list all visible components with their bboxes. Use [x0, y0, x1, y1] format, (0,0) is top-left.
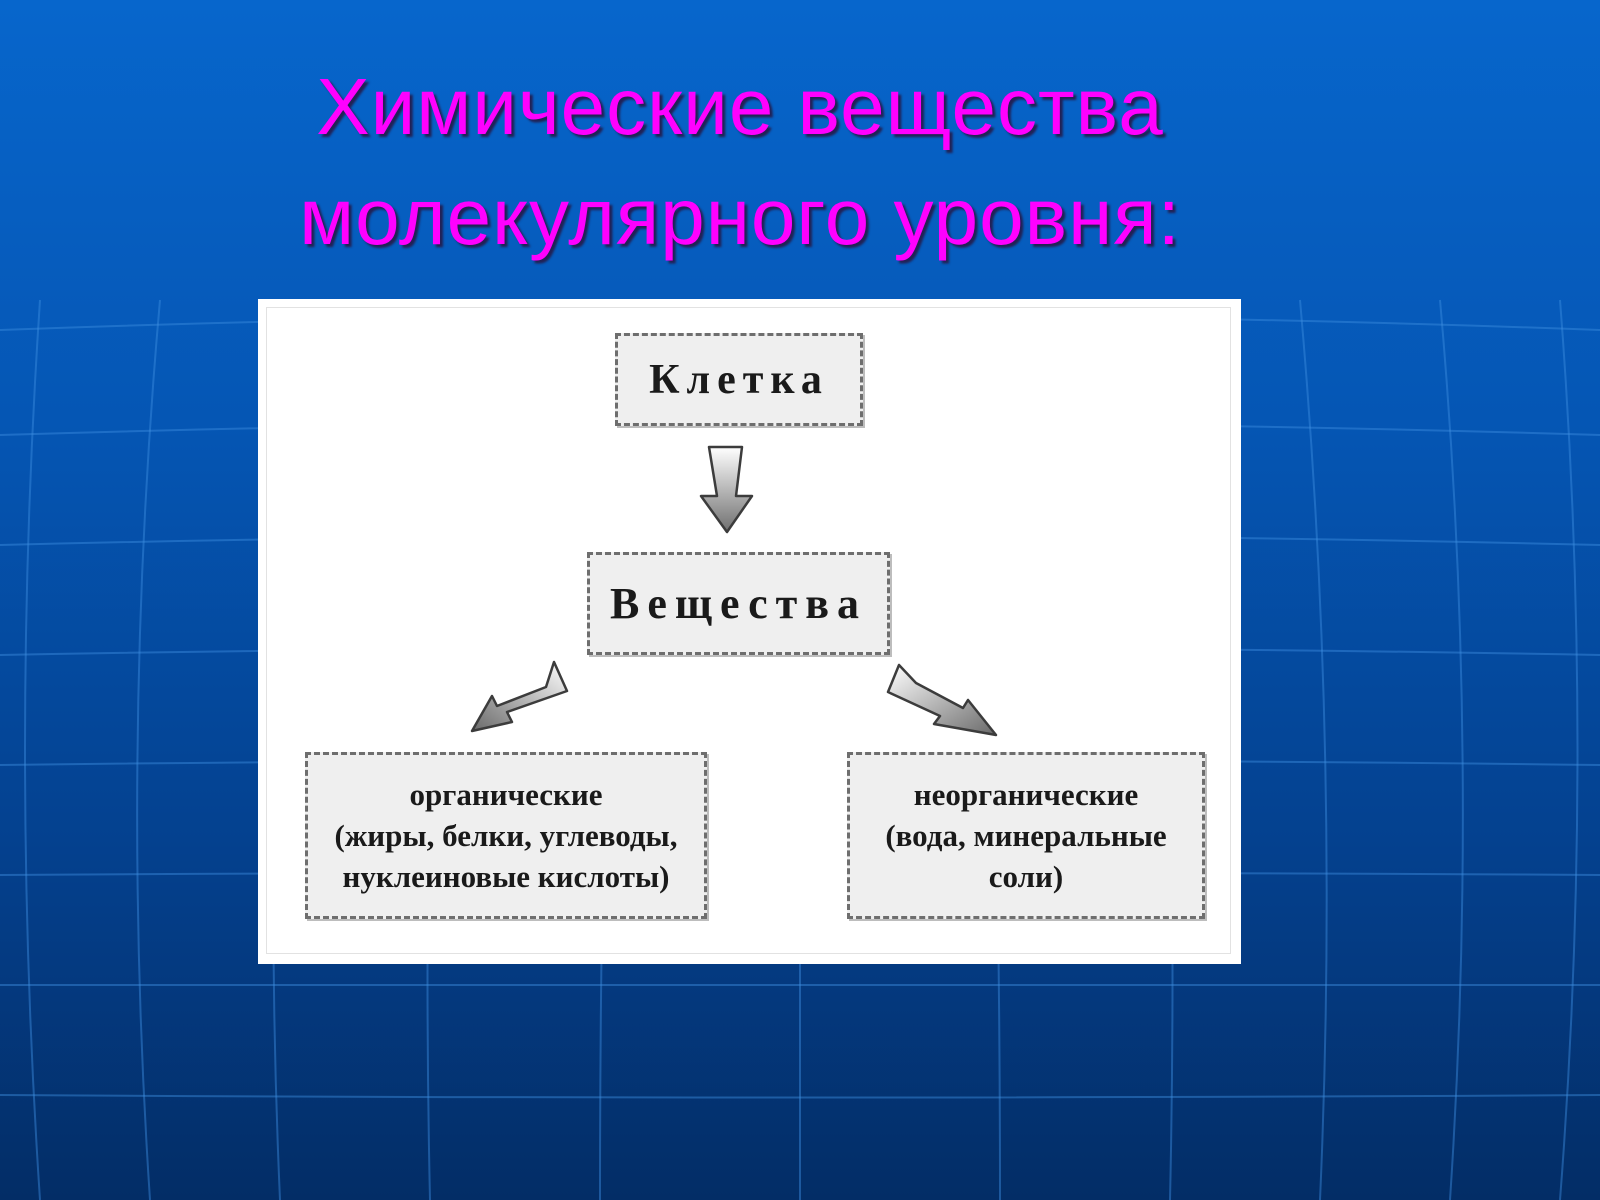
node-organic: органические (жиры, белки, углеводы, нук…: [305, 752, 707, 919]
node-substances-label: Вещества: [610, 579, 867, 628]
diagram-panel: Клетка Вещества органические (жиры, белк…: [258, 299, 1241, 964]
slide-title-line-2: молекулярного уровня:: [299, 172, 1181, 261]
node-inorganic-label: неорганические (вода, минеральные соли): [885, 777, 1167, 894]
slide-title: Химические вещества молекулярного уровня…: [180, 52, 1300, 272]
node-substances: Вещества: [587, 552, 890, 655]
node-cell: Клетка: [615, 333, 863, 426]
node-organic-label: органические (жиры, белки, углеводы, нук…: [334, 777, 678, 894]
slide-title-line-1: Химические вещества: [316, 62, 1164, 151]
diagram-inner-border: [266, 307, 1231, 954]
node-cell-label: Клетка: [649, 356, 829, 403]
node-inorganic: неорганические (вода, минеральные соли): [847, 752, 1205, 919]
